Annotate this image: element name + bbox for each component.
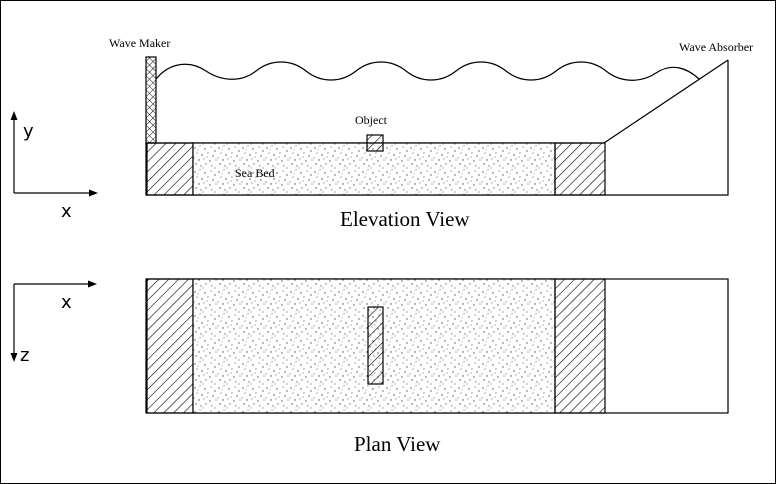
elevation-view-title: Elevation View: [340, 207, 470, 231]
right-hatched-block: [554, 142, 606, 196]
elevation-y-axis-label: y: [23, 121, 34, 142]
object-label: Object: [355, 113, 388, 127]
plan-view-title: Plan View: [354, 432, 441, 456]
object-plan: [367, 306, 384, 385]
wave-absorber-slope: [603, 59, 729, 144]
object-elevation: [366, 134, 384, 152]
elevation-x-axis-label: x: [61, 201, 72, 222]
elevation-view: Wave Maker Wave Absorber Object Sea Bed …: [10, 36, 753, 231]
plan-left-hatched-block: [146, 278, 194, 414]
plan-right-hatched-block: [554, 278, 606, 414]
left-hatched-block: [146, 142, 194, 196]
sea-bed-label: Sea Bed: [235, 166, 275, 180]
plan-z-axis-label: z: [20, 345, 29, 366]
plan-x-axis-label: x: [61, 292, 72, 313]
wave-absorber-label: Wave Absorber: [679, 40, 753, 54]
water-surface-wave: [155, 61, 700, 81]
plan-axes: x z: [10, 280, 97, 366]
plan-view: Plan View x z: [10, 278, 729, 456]
elevation-axes: y x: [10, 111, 98, 222]
wave-maker-label: Wave Maker: [109, 36, 170, 50]
wave-maker-paddle: [145, 56, 157, 144]
